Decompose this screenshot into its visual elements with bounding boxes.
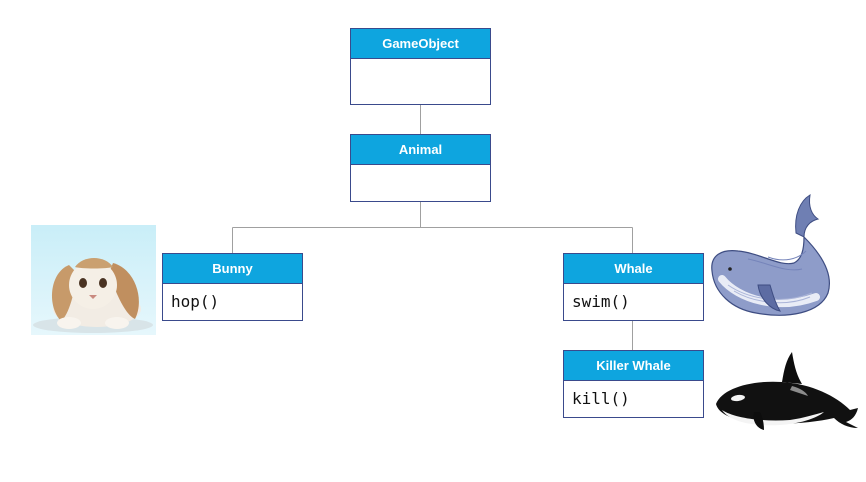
class-gameobject[interactable]: GameObject [350, 28, 491, 105]
class-name: GameObject [351, 29, 490, 59]
class-methods [351, 165, 490, 173]
class-whale[interactable]: Whale swim() [563, 253, 704, 321]
class-methods: swim() [572, 292, 630, 311]
class-bunny[interactable]: Bunny hop() [162, 253, 303, 321]
class-name: Animal [351, 135, 490, 165]
class-methods: hop() [171, 292, 220, 311]
class-name: Bunny [163, 254, 302, 284]
orca-illustration [716, 352, 858, 430]
class-name: Killer Whale [564, 351, 703, 381]
class-methods [351, 59, 490, 67]
class-name: Whale [564, 254, 703, 284]
whale-illustration [711, 194, 830, 316]
class-animal[interactable]: Animal [350, 134, 491, 202]
class-killer-whale[interactable]: Killer Whale kill() [563, 350, 704, 418]
class-methods: kill() [572, 389, 630, 408]
bunny-photo [31, 225, 156, 335]
